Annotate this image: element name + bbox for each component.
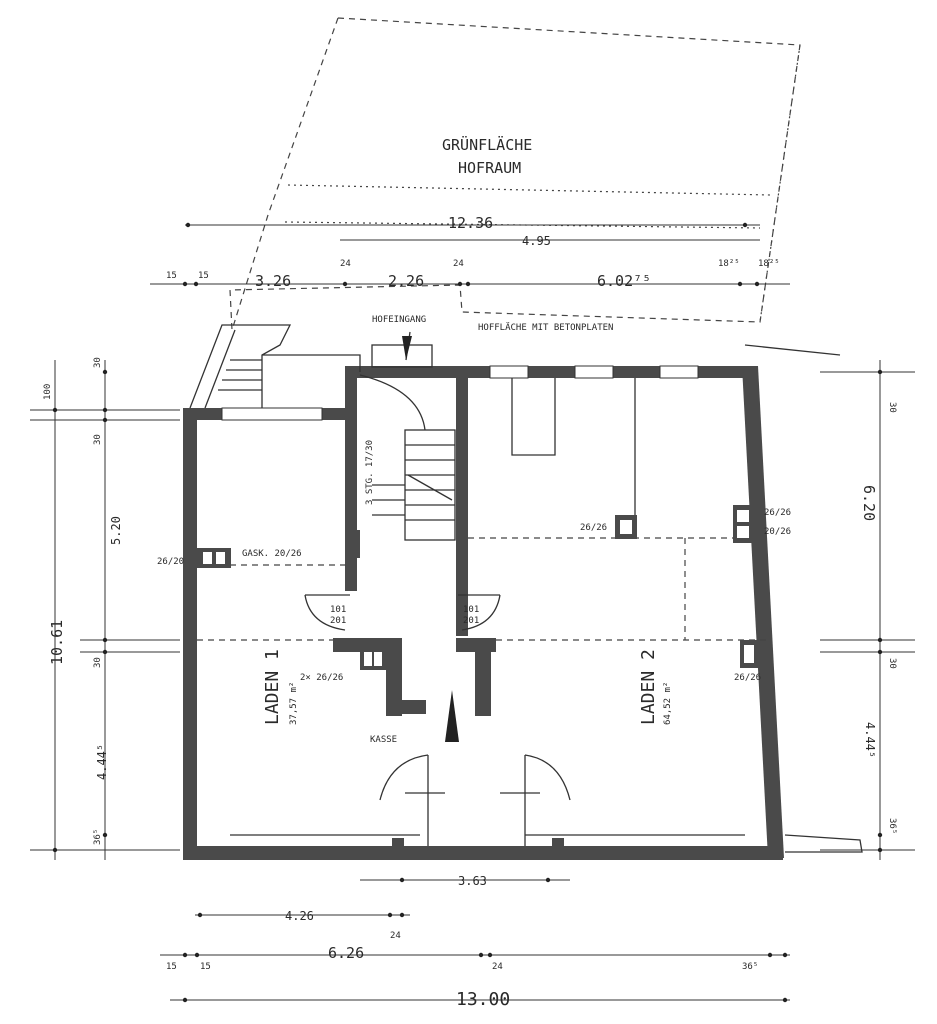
dim-bottom-426: 4.26 bbox=[285, 909, 314, 923]
dim-bottom-24b: 24 bbox=[492, 962, 503, 972]
dim-bottom-total: 13.00 bbox=[456, 989, 510, 1010]
dim-right-365: 36⁵ bbox=[887, 818, 897, 834]
neighbour-boundary bbox=[744, 344, 863, 853]
door-right-2: 201 bbox=[463, 616, 479, 626]
dim-left-30b: 30 bbox=[93, 434, 103, 445]
dim-right-620: 6.20 bbox=[860, 485, 878, 521]
dim-right-30a: 30 bbox=[887, 402, 897, 413]
shop2-label: LADEN 2 bbox=[638, 649, 659, 725]
entrance-arrow-icon bbox=[445, 690, 459, 742]
walls bbox=[183, 366, 784, 860]
pillar-right-1: 26/26 bbox=[764, 508, 791, 518]
pillar-left: 2× 26/26 bbox=[300, 673, 343, 683]
green-area-label: GRÜNFLÄCHE bbox=[442, 135, 532, 154]
dim-left-30c: 30 bbox=[93, 657, 103, 668]
chimney-note: GASK. 20/26 bbox=[242, 549, 302, 559]
dim-top-total: 12.36 bbox=[448, 214, 493, 232]
dim-bottom-626: 6.26 bbox=[328, 944, 364, 962]
dim-bottom-15a: 15 bbox=[166, 962, 177, 972]
chimney-size: 26/20 bbox=[157, 557, 184, 567]
rear-stair bbox=[189, 324, 433, 409]
dim-bottom-363: 3.63 bbox=[458, 874, 487, 888]
courtyard-boundary bbox=[229, 17, 801, 331]
shop1-label: LADEN 1 bbox=[262, 649, 283, 725]
dim-top-24b: 24 bbox=[453, 259, 464, 269]
dim-top-15a: 15 bbox=[166, 271, 177, 281]
dim-top-inner: 4.95 bbox=[522, 234, 551, 248]
dim-left-365: 36⁵ bbox=[93, 829, 103, 845]
interior-lines bbox=[197, 378, 770, 836]
dim-top-15b: 15 bbox=[198, 271, 209, 281]
dim-top-326: 3.26 bbox=[255, 272, 291, 290]
courtyard-surface-label: HOFFLÄCHE MIT BETONPLATEN bbox=[478, 322, 613, 333]
basement-hatch-label: HOFEINGANG bbox=[372, 315, 426, 325]
dim-left-520: 5.20 bbox=[109, 516, 123, 545]
courtyard-label: HOFRAUM bbox=[458, 159, 521, 177]
door-right-1: 101 bbox=[463, 605, 479, 615]
dim-top-18a: 18²⁵ bbox=[718, 259, 740, 269]
pillars bbox=[197, 505, 758, 854]
dim-bottom-24a: 24 bbox=[390, 931, 401, 941]
dim-bottom-15b: 15 bbox=[200, 962, 211, 972]
dim-top-18b: 18²⁵ bbox=[758, 259, 780, 269]
dim-bottom-365: 36⁵ bbox=[742, 962, 758, 972]
pillar-right-3: 26/26 bbox=[734, 673, 761, 683]
doors bbox=[304, 594, 571, 846]
dim-left-444: 4.44⁵ bbox=[95, 744, 109, 780]
dim-right-30b: 30 bbox=[887, 658, 897, 669]
main-stair bbox=[359, 374, 456, 541]
checkout-label: KASSE bbox=[370, 735, 397, 745]
pillar-right-2: 20/26 bbox=[764, 527, 791, 537]
dim-top-226: 2.26 bbox=[388, 272, 424, 290]
shop2-area: 64,52 m² bbox=[663, 682, 673, 725]
stairs-note: 3 STG. 17/30 bbox=[365, 440, 375, 505]
dim-top-24a: 24 bbox=[340, 259, 351, 269]
door-left-2: 201 bbox=[330, 616, 346, 626]
dim-top-602: 6.02⁷⁵ bbox=[597, 272, 651, 290]
dimension-lines bbox=[30, 222, 915, 1003]
shop1-area: 37,57 m² bbox=[289, 682, 299, 725]
dim-left-1061: 10.61 bbox=[48, 620, 66, 665]
dim-right-444: 4.44⁵ bbox=[863, 722, 877, 758]
pillar-mid: 26/26 bbox=[580, 523, 607, 533]
windows-top bbox=[221, 365, 699, 421]
dim-left-100: 100 bbox=[43, 384, 53, 400]
door-left-1: 101 bbox=[330, 605, 346, 615]
dim-left-30a: 30 bbox=[93, 357, 103, 368]
labels: GRÜNFLÄCHE HOFRAUM HOFFLÄCHE MIT BETONPL… bbox=[43, 135, 897, 1010]
